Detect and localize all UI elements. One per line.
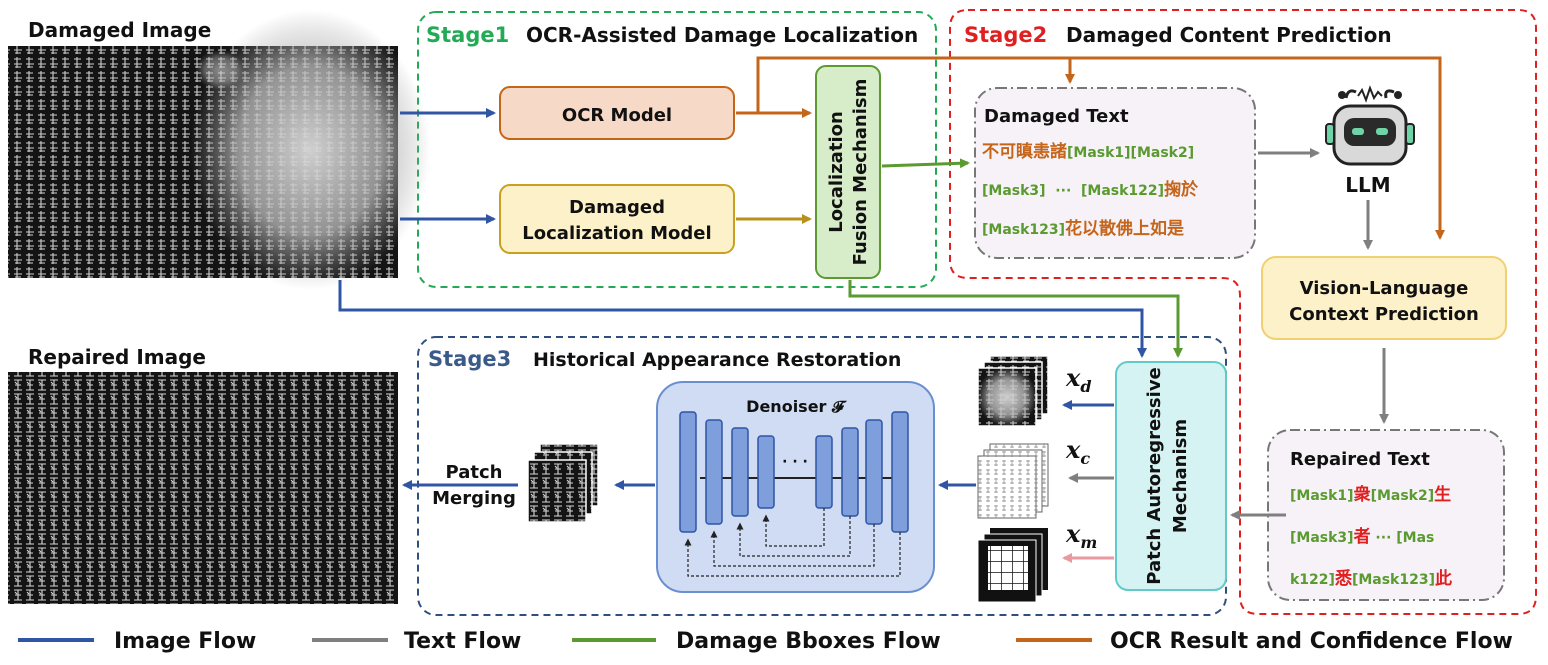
vision-language-box [1261, 256, 1507, 340]
legend-ocr-flow: OCR Result and Confidence Flow [1110, 629, 1513, 654]
arrow-ocr-to-damaged-text [756, 56, 1075, 113]
context-patches [977, 443, 1049, 519]
patch-autoregressive-label-1: Patch Autoregressive [1144, 367, 1165, 585]
rep-mask-1: [Mask1] [1290, 488, 1354, 504]
rep-char-1: 衆 [1354, 484, 1371, 505]
stage1-number: Stage1 [426, 23, 509, 47]
legend-bbox-flow: Damage Bboxes Flow [676, 629, 941, 654]
unet [679, 411, 909, 577]
rep-mask-6: [Mask123] [1352, 572, 1435, 588]
damage-localization-label-2: Localization Model [522, 223, 711, 244]
damaged-text-line3: [Mask123]花以散佛上如是 [982, 218, 1184, 239]
stage3-box [417, 336, 1227, 616]
damaged-text-box [974, 87, 1256, 259]
fusion-mechanism-box [815, 65, 881, 279]
arrow-ocr-to-vl [1070, 56, 1445, 240]
damaged-text-line1: 不可瞋恚諸[Mask1][Mask2] [982, 141, 1194, 162]
damage-localization-label-1: Damaged [569, 197, 665, 218]
stage3-title: Historical Appearance Restoration [533, 349, 901, 371]
stage1-title: OCR-Assisted Damage Localization [526, 23, 918, 47]
llm-label: LLM [1345, 173, 1390, 197]
denoiser-label: Denoiser 𝓕 [746, 397, 847, 416]
rep-mask-4: ··· [Mas [1371, 530, 1435, 546]
ocr-model-label: OCR Model [562, 105, 672, 126]
repaired-image [8, 372, 398, 604]
rep-char-2: 生 [1434, 484, 1451, 505]
fusion-mechanism-label-2: Fusion Mechanism [850, 79, 871, 266]
damaged-text-mask-2: [Mask3] ··· [Mask122] [982, 183, 1164, 199]
damaged-text-mask-1: [Mask1][Mask2] [1067, 145, 1194, 161]
repaired-text-line3: k122]悉[Mask123]此 [1290, 568, 1452, 589]
repaired-text-box [1267, 429, 1505, 601]
stage2-box [949, 9, 1537, 615]
rep-char-4: 悉 [1334, 569, 1353, 589]
mask-patches [977, 528, 1048, 603]
rep-char-5: 此 [1435, 568, 1452, 589]
damaged-image [8, 10, 430, 290]
damaged-text-ocr-3: 花以散佛上如是 [1065, 218, 1184, 239]
repaired-text-title: Repaired Text [1290, 449, 1430, 470]
vision-language-label-1: Vision-Language [1300, 278, 1469, 299]
xd-symbol: xd [1065, 363, 1092, 396]
denoiser-box [656, 381, 935, 593]
legend-text-flow: Text Flow [404, 629, 521, 654]
legend-image-flow: Image Flow [114, 629, 256, 654]
repaired-text-line1: [Mask1]衆[Mask2]生 [1290, 484, 1451, 505]
arrow-image-to-patch-mech [338, 280, 1147, 358]
arrow-fusion-to-patch-mech [848, 280, 1183, 358]
robot-icon [1325, 85, 1415, 166]
stage3-number: Stage3 [428, 347, 511, 371]
rep-mask-5: k122] [1290, 572, 1335, 588]
damaged-text-ocr-1: 不可瞋恚諸 [982, 141, 1067, 162]
stage2-title: Damaged Content Prediction [1066, 23, 1392, 47]
damaged-image-label: Damaged Image [28, 18, 211, 42]
damaged-text-title: Damaged Text [984, 106, 1129, 127]
patch-merging-label-2: Merging [432, 488, 516, 509]
xc-symbol: xc [1065, 435, 1090, 468]
patch-autoregressive-label-2: Mechanism [1170, 419, 1191, 533]
arrow-fusion-to-damaged-text [881, 158, 970, 169]
rep-mask-3: [Mask3] [1290, 530, 1354, 546]
repaired-image-label: Repaired Image [28, 345, 206, 369]
restored-patches [527, 443, 599, 523]
denoiser-ellipsis: · · · [782, 454, 808, 470]
legend: Image Flow Text Flow Damage Bboxes Flow … [18, 629, 1513, 654]
damaged-patches [977, 355, 1049, 427]
ocr-model-box [499, 86, 735, 140]
xm-symbol: xm [1065, 519, 1097, 552]
damaged-text-ocr-2: 掬於 [1164, 179, 1199, 200]
damaged-text-line2: [Mask3] ··· [Mask122]掬於 [982, 179, 1199, 200]
stage2-number: Stage2 [964, 23, 1047, 47]
fusion-mechanism-label-1: Localization [826, 111, 847, 233]
damaged-text-mask-3: [Mask123] [982, 222, 1065, 238]
damage-localization-box [499, 184, 735, 254]
repaired-text-line2: [Mask3]者 ··· [Mas [1290, 526, 1434, 547]
vision-language-label-2: Context Prediction [1289, 304, 1479, 325]
patch-autoregressive-box [1115, 361, 1227, 591]
rep-char-3: 者 [1353, 526, 1371, 547]
patch-merging-label-1: Patch [446, 462, 503, 483]
rep-mask-2: [Mask2] [1371, 488, 1435, 504]
